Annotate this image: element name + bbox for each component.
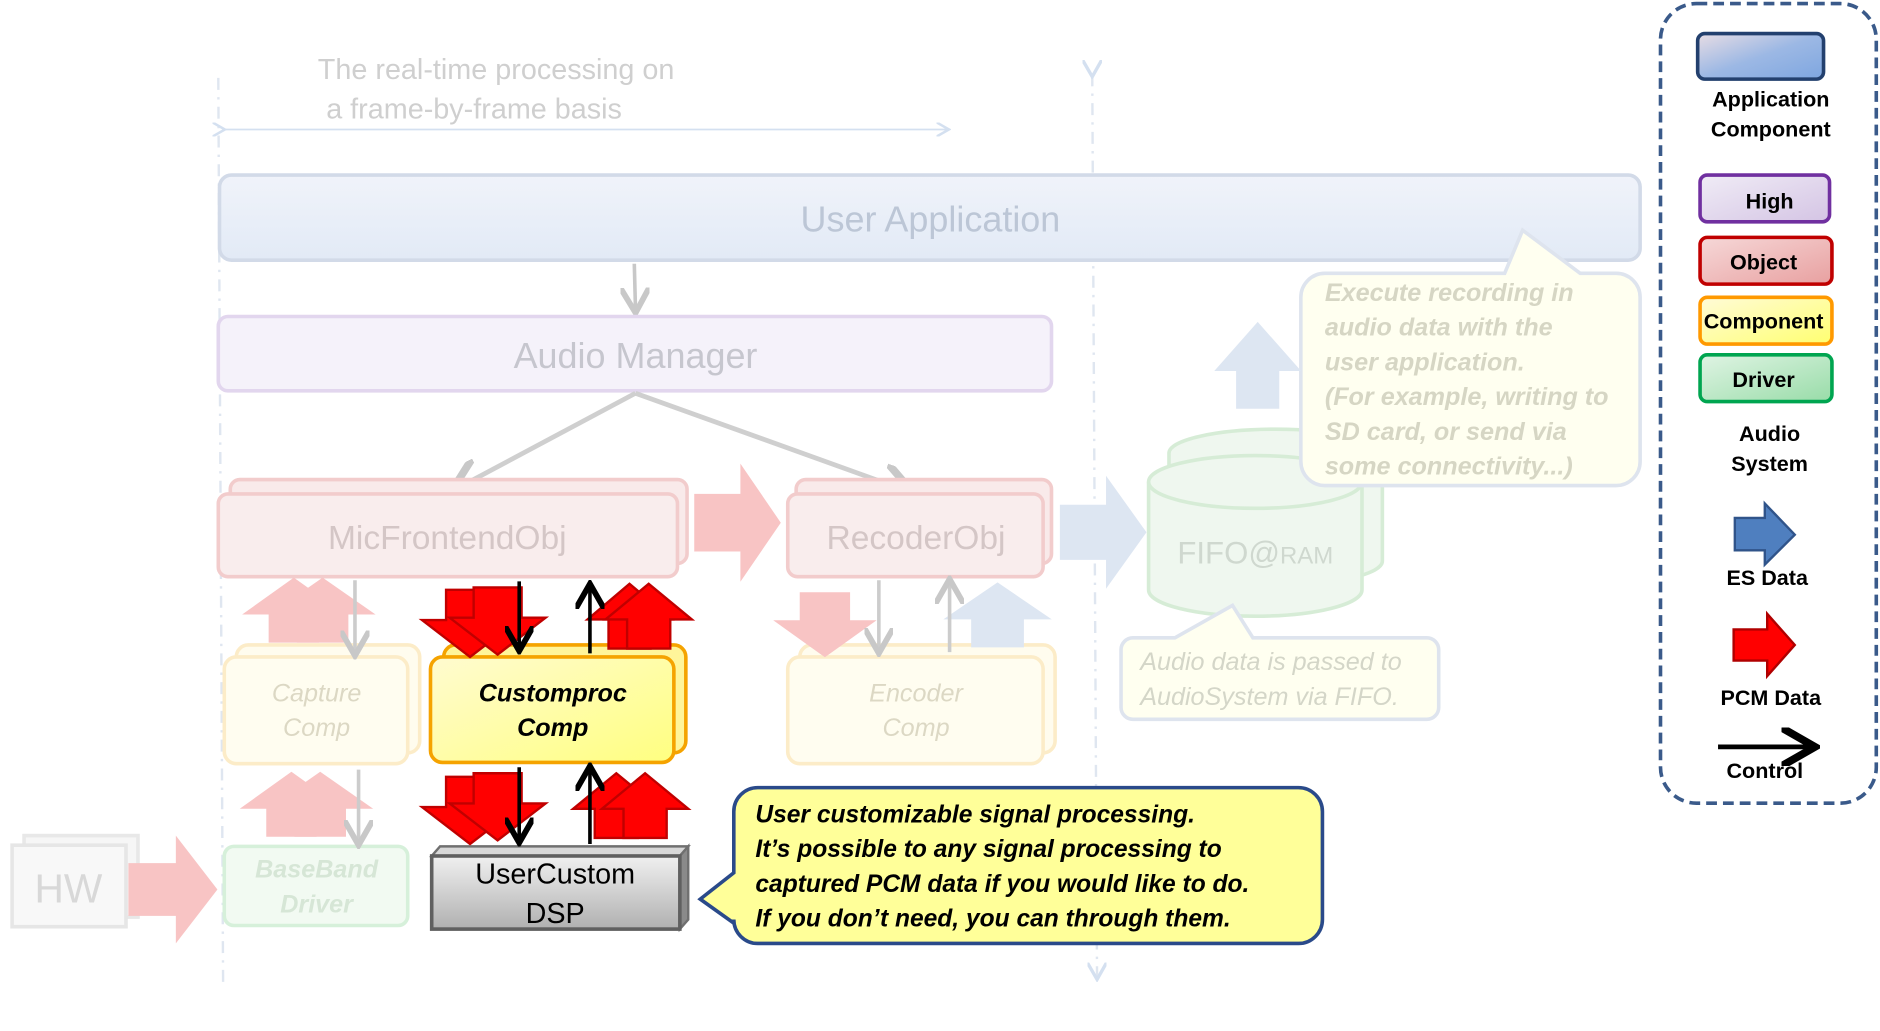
legend-label-driver: Driver: [1732, 367, 1795, 392]
recording-callout-line: (For example, writing to: [1325, 383, 1609, 411]
legend-label-audio-system-2: System: [1731, 451, 1808, 476]
header-line-1: The real-time processing on: [318, 54, 675, 86]
capture-comp-label-2: Comp: [283, 714, 350, 742]
legend-label-high: High: [1746, 189, 1794, 214]
dsp-note-callout-line: If you don’t need, you can through them.: [755, 906, 1230, 933]
legend-label-application-2: Component: [1711, 117, 1831, 142]
usercustom-dsp-label-1: UserCustom: [475, 859, 635, 891]
es-arrow-fifo-to-app: [1214, 321, 1302, 409]
legend-label-component: Component: [1704, 308, 1824, 333]
pcm-arrow-mic-to-recorder: [694, 463, 781, 582]
legend-pcm-data-arrow-icon: [1732, 610, 1797, 680]
recording-callout: [1299, 227, 1642, 488]
recording-callout-line: Execute recording in: [1325, 279, 1574, 307]
fifo-note-callout: [1119, 603, 1441, 722]
recording-callout-line: audio data with the: [1325, 314, 1553, 342]
fifo-note-callout-line: Audio data is passed to: [1138, 648, 1402, 676]
user-application-label: User Application: [801, 198, 1061, 239]
hw-label: HW: [35, 866, 103, 912]
baseband-driver-block: [222, 844, 410, 928]
header-line-2: a frame-by-frame basis: [326, 94, 622, 126]
legend-swatch-high: [1698, 173, 1832, 224]
legend-swatch-component: [1698, 295, 1834, 346]
es-arrow-encoder-up: [943, 582, 1052, 648]
control-arrow-am-mic: [456, 391, 637, 489]
dsp-note-callout-line: It’s possible to any signal processing t…: [755, 836, 1221, 863]
hw-block: [10, 843, 128, 929]
baseband-driver-label-1: BaseBand: [255, 856, 379, 884]
recording-callout-line: SD card, or send via: [1325, 418, 1567, 446]
dsp-note-callout-line: User customizable signal processing.: [755, 801, 1195, 828]
legend-swatch-object: [1698, 235, 1834, 286]
capture-comp-label-1: Capture: [272, 679, 362, 707]
legend-label-application-1: Application: [1712, 87, 1829, 112]
customproc-comp-block: [428, 655, 676, 765]
control-arrow-am-rec: [634, 390, 908, 491]
mic-frontend-block: [216, 492, 680, 579]
recording-callout-line: some connectivity...): [1325, 453, 1573, 481]
recording-callout-line: user application.: [1325, 348, 1525, 376]
recorder-label: RecoderObj: [827, 520, 1006, 557]
encoder-comp-label-1: Encoder: [869, 679, 964, 707]
capture-comp-block: [222, 655, 410, 766]
mic-frontend-label: MicFrontendObj: [328, 520, 567, 557]
dsp-note-callout: [697, 785, 1325, 946]
control-arrow-ua-am: [634, 263, 635, 310]
recorder-block: [785, 492, 1045, 579]
pcm-arrow-dsp-up: [598, 771, 692, 840]
encoder-comp-label-2: Comp: [882, 714, 949, 742]
customproc-comp-label-1: Customproc: [479, 679, 627, 707]
fifo-label: FIFO@RAM: [1177, 535, 1333, 570]
es-arrow-recorder-to-fifo: [1059, 475, 1147, 589]
encoder-comp-block: [785, 655, 1045, 766]
pcm-arrow-hw-to-baseband: [128, 835, 218, 944]
legend-label-pcm-data: PCM Data: [1720, 685, 1822, 710]
audio-manager-label: Audio Manager: [514, 335, 758, 376]
customproc-comp-label-2: Comp: [517, 714, 588, 742]
pcm-arrow-customproc-up: [602, 582, 696, 650]
fifo-note-callout-line: AudioSystem via FIFO.: [1138, 683, 1399, 711]
legend-swatch-driver: [1698, 353, 1834, 404]
usercustom-dsp-block: [429, 843, 691, 933]
legend-label-audio-system-1: Audio: [1739, 421, 1800, 446]
usercustom-dsp-label-2: DSP: [526, 898, 585, 930]
legend-label-control: Control: [1726, 758, 1803, 783]
legend-swatch-application: [1695, 31, 1826, 81]
dsp-note-callout-line: captured PCM data if you would like to d…: [755, 871, 1249, 898]
baseband-driver-label-2: Driver: [280, 890, 354, 918]
audio-manager-block: [216, 314, 1054, 393]
legend-es-data-arrow-icon: [1733, 500, 1797, 568]
pcm-arrow-encoder-down: [773, 592, 877, 658]
legend-label-es-data: ES Data: [1726, 565, 1808, 590]
legend-label-object: Object: [1730, 250, 1797, 275]
user-application-block: [217, 173, 1642, 262]
